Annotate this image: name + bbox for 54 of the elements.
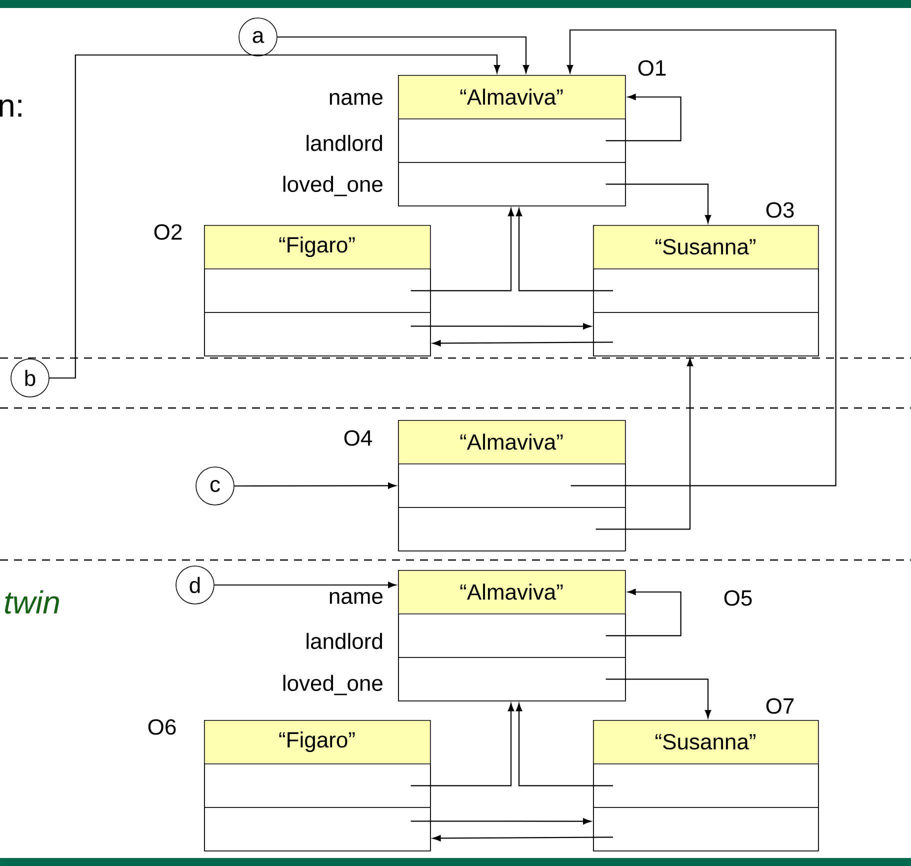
heading-text: n: (0, 99, 22, 117)
object-label: O1 (638, 60, 666, 76)
arrow (214, 582, 396, 588)
field-slot (398, 118, 626, 163)
object-box: “Almaviva” (398, 75, 626, 206)
object-box: “Figaro” (204, 225, 431, 356)
field-slot (593, 312, 819, 356)
arrow (606, 94, 682, 142)
arrow (516, 703, 613, 786)
object-box: “Figaro” (204, 720, 431, 852)
arrow (410, 703, 514, 786)
arrow (516, 208, 613, 292)
arrow (606, 588, 682, 636)
field-slot (593, 764, 819, 808)
arrow (606, 678, 712, 718)
field-name: landlord (306, 134, 382, 152)
field-slot (398, 507, 626, 552)
field-name: name (330, 592, 382, 604)
field-slot (593, 268, 819, 313)
field-slot (204, 268, 431, 313)
arrow (410, 208, 514, 292)
field-slot (398, 614, 626, 658)
arrow (566, 29, 836, 486)
field-slot (398, 464, 626, 508)
field-name: loved_one (283, 674, 382, 696)
object-box: “Almaviva” (398, 570, 626, 702)
field-name: landlord (306, 632, 382, 650)
field-name: loved_one (283, 176, 382, 196)
object-label: O3 (766, 202, 794, 218)
field-slot (593, 807, 819, 852)
object-label: O6 (148, 719, 176, 735)
field-slot (204, 807, 431, 852)
arrow (606, 184, 712, 224)
field-slot (398, 657, 626, 702)
object-label: O7 (766, 698, 794, 714)
arrow (410, 818, 592, 824)
field-slot (398, 162, 626, 206)
arrow (49, 54, 500, 379)
arrow (277, 36, 530, 74)
field-slot (204, 764, 431, 808)
heading-text: twin (5, 590, 59, 614)
arrow (234, 482, 396, 489)
object-label: O2 (154, 224, 182, 240)
object-label: O4 (344, 430, 372, 446)
object-box: “Susanna” (593, 720, 819, 852)
arrow (596, 358, 694, 530)
object-box: “Almaviva” (398, 420, 626, 552)
arrow (432, 835, 613, 842)
field-slot (204, 312, 431, 356)
field-name: name (330, 92, 382, 106)
arrow (432, 340, 613, 346)
object-label: O5 (724, 590, 752, 606)
object-box: “Susanna” (593, 225, 819, 356)
arrow (410, 323, 592, 330)
